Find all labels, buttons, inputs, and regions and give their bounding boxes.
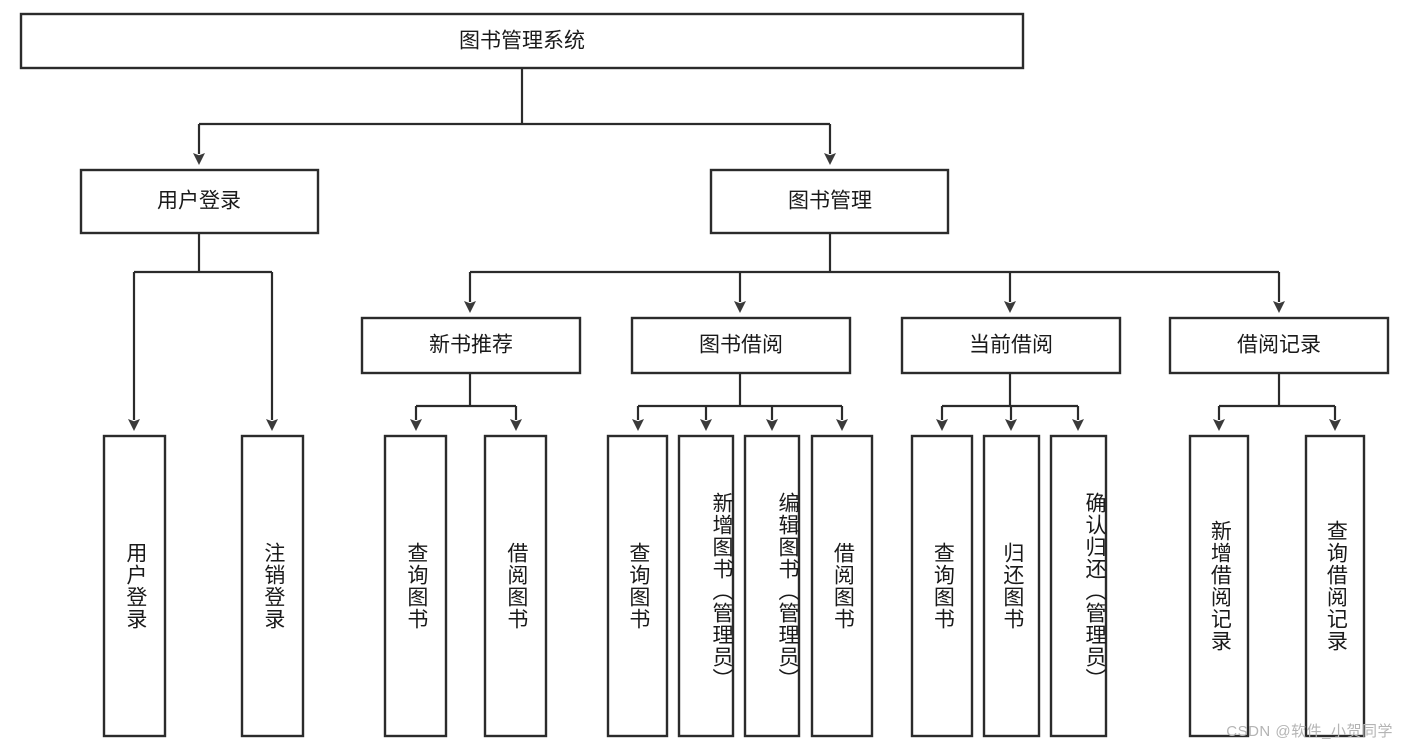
connector-userlogin-to-leaves (128, 233, 278, 431)
node-user-login-label: 用户登录 (157, 190, 241, 213)
node-borrow-record[interactable]: 借阅记录 (1168, 316, 1390, 375)
node-book-borrow-label: 图书借阅 (699, 334, 783, 357)
connector-bookmgmt-to-level3 (464, 233, 1285, 313)
leaf-box-add-book-admin[interactable] (677, 434, 735, 738)
node-book-management-label: 图书管理 (788, 190, 872, 213)
leaf-box-logout[interactable] (240, 434, 305, 738)
node-user-login[interactable]: 用户登录 (79, 168, 320, 235)
leaf-box-query-book-new[interactable] (383, 434, 448, 738)
node-new-book-recommend[interactable]: 新书推荐 (360, 316, 582, 375)
csdn-watermark: CSDN @软件_小贺同学 (1226, 723, 1393, 740)
leaf-box-user-login[interactable] (102, 434, 167, 738)
node-book-management[interactable]: 图书管理 (709, 168, 950, 235)
leaf-box-query-borrow-record[interactable] (1304, 434, 1366, 738)
leaf-box-return-book[interactable] (982, 434, 1041, 738)
connector-record-to-leaves (1213, 373, 1341, 431)
connector-current-to-leaves (936, 373, 1084, 431)
node-root[interactable]: 图书管理系统 (19, 12, 1025, 70)
node-current-borrow[interactable]: 当前借阅 (900, 316, 1122, 375)
node-book-borrow[interactable]: 图书借阅 (630, 316, 852, 375)
connector-newbook-to-leaves (410, 373, 522, 431)
connector-borrow-to-leaves (632, 373, 848, 431)
leaf-box-query-book-borrow[interactable] (606, 434, 669, 738)
leaf-box-edit-book-admin[interactable] (743, 434, 801, 738)
node-new-book-recommend-label: 新书推荐 (429, 334, 513, 357)
node-borrow-record-label: 借阅记录 (1237, 334, 1321, 357)
leaf-box-group (102, 434, 1366, 738)
leaf-box-borrow-book-new[interactable] (483, 434, 548, 738)
node-current-borrow-label: 当前借阅 (969, 334, 1053, 357)
leaf-box-query-book-current[interactable] (910, 434, 974, 738)
leaf-box-add-borrow-record[interactable] (1188, 434, 1250, 738)
connector-root-to-level2 (193, 68, 836, 165)
node-root-label: 图书管理系统 (459, 30, 585, 53)
leaf-box-borrow-book[interactable] (810, 434, 874, 738)
leaf-box-confirm-return-admin[interactable] (1049, 434, 1108, 738)
